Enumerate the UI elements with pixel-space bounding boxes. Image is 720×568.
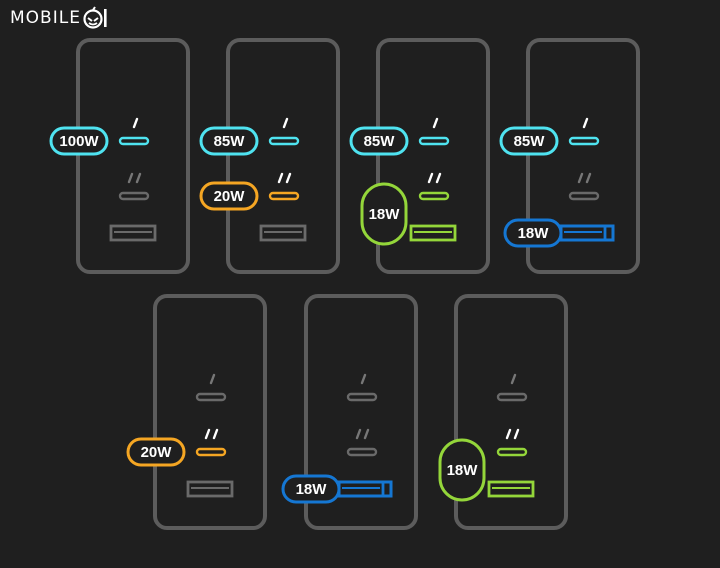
usb-c-port-1 — [568, 136, 600, 146]
port-c2-marker — [513, 428, 520, 440]
port-c2-marker — [127, 172, 134, 184]
port-c2-marker — [135, 172, 142, 184]
usb-c-port-2 — [195, 447, 227, 457]
usb-a-port — [487, 480, 535, 498]
wattage-label: 20W — [141, 444, 173, 461]
wattage-badge — [199, 181, 259, 211]
usb-c-port-1 — [496, 392, 528, 402]
charger-frame — [76, 38, 190, 274]
charger-d: 85W 18W — [499, 38, 640, 274]
usb-a-port — [186, 480, 234, 498]
shared-wattage-badge — [438, 438, 486, 502]
brand-logo: MOBILE — [10, 6, 110, 30]
wattage-label: 85W — [214, 133, 246, 150]
wattage-label: 18W — [447, 462, 479, 479]
charger-e: 20W — [126, 294, 267, 530]
usb-c-port-2 — [268, 191, 300, 201]
usb-c-port-1 — [346, 392, 378, 402]
port-c1-marker — [510, 373, 517, 385]
port-c2-marker — [277, 172, 284, 184]
wattage-badge — [503, 218, 563, 248]
usb-c-port-2 — [346, 447, 378, 457]
usb-c-port-2 — [418, 191, 450, 201]
port-c2-marker — [585, 172, 592, 184]
charger-frame — [153, 294, 267, 530]
port-c1-marker — [282, 117, 289, 129]
usb-c-port-2 — [568, 191, 600, 201]
port-c2-marker — [212, 428, 219, 440]
usb-c-port-1 — [418, 136, 450, 146]
port-c2-marker — [577, 172, 584, 184]
charger-frame — [526, 38, 640, 274]
logo-text: MOBILE — [10, 8, 81, 28]
charger-frame — [226, 38, 340, 274]
port-c2-marker — [363, 428, 370, 440]
usb-a-port — [409, 224, 457, 242]
wattage-badge — [199, 126, 259, 156]
charger-g: 18W — [438, 294, 568, 530]
port-c2-marker — [427, 172, 434, 184]
charger-frame — [376, 38, 490, 274]
wattage-label: 85W — [514, 133, 546, 150]
wattage-label: 100W — [59, 133, 99, 150]
usb-a-port — [109, 224, 157, 242]
wattage-label: 18W — [296, 481, 328, 498]
charger-frame — [304, 294, 418, 530]
port-c1-marker — [209, 373, 216, 385]
usb-a-port — [259, 224, 307, 242]
wattage-badge — [281, 474, 341, 504]
usb-c-port-1 — [268, 136, 300, 146]
port-c1-marker — [582, 117, 589, 129]
port-c1-marker — [360, 373, 367, 385]
mobile01-emblem-icon — [83, 6, 107, 29]
shared-wattage-badge — [360, 182, 408, 246]
usb-c-port-2 — [118, 191, 150, 201]
port-c1-marker — [432, 117, 439, 129]
port-c2-marker — [435, 172, 442, 184]
wattage-label: 20W — [214, 188, 246, 205]
charger-frame — [454, 294, 568, 530]
wattage-badge — [49, 126, 109, 156]
wattage-badge — [349, 126, 409, 156]
charger-c: 85W 18W — [349, 38, 490, 274]
wattage-label: 18W — [369, 206, 401, 223]
usb-c-port-2 — [496, 447, 528, 457]
charger-b: 85W 20W — [199, 38, 340, 274]
wattage-badge — [126, 437, 186, 467]
wattage-label: 85W — [364, 133, 396, 150]
usb-c-port-1 — [118, 136, 150, 146]
charger-a: 100W — [49, 38, 190, 274]
port-c2-marker — [285, 172, 292, 184]
charger-f: 18W — [281, 294, 418, 530]
port-c1-marker — [132, 117, 139, 129]
port-c2-marker — [355, 428, 362, 440]
wattage-label: 18W — [518, 225, 550, 242]
port-c2-marker — [204, 428, 211, 440]
usb-c-port-1 — [195, 392, 227, 402]
wattage-badge — [499, 126, 559, 156]
port-c2-marker — [505, 428, 512, 440]
